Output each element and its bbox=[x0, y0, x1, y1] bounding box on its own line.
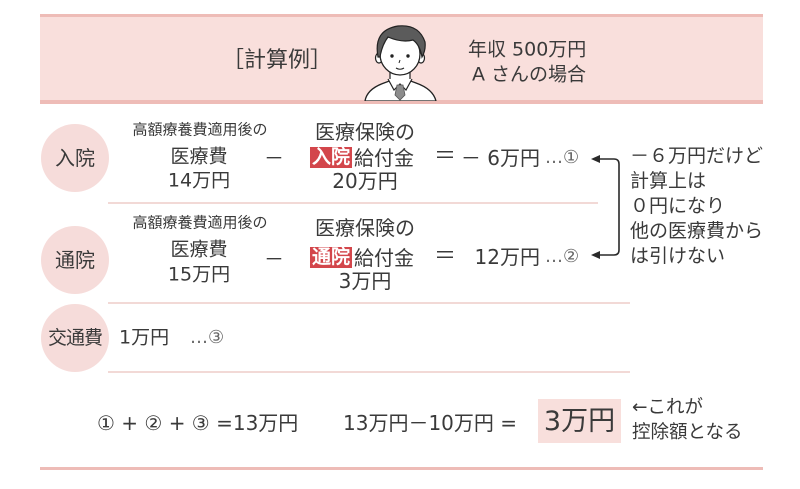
cost-caption: 高額療養費適用後の bbox=[132, 213, 268, 232]
person-case: A さんの場合 bbox=[472, 63, 587, 86]
benefit-line1: 医療保険の bbox=[315, 216, 415, 240]
note-line: は引けない bbox=[630, 245, 726, 267]
minus-operator: － bbox=[264, 247, 284, 271]
row-ref: …② bbox=[545, 246, 580, 267]
row-divider bbox=[108, 302, 630, 304]
row-label-circle: 交通費 bbox=[41, 304, 109, 372]
cost-name: 医療費 bbox=[170, 238, 228, 261]
explanation-note: －６万円だけど 計算上は ０円になり 他の医療費から は引けない bbox=[630, 144, 763, 269]
transport-ref: …③ bbox=[190, 327, 225, 348]
deduction-result: 3万円 bbox=[543, 405, 616, 437]
minus-operator: － bbox=[264, 146, 284, 170]
bracket-arrow-icon bbox=[591, 155, 620, 259]
equals-operator: ＝ bbox=[433, 244, 457, 269]
transport-amount: 1万円 bbox=[119, 326, 170, 349]
bottom-border bbox=[40, 467, 763, 470]
cost-name: 医療費 bbox=[170, 145, 228, 168]
row-divider bbox=[108, 202, 598, 204]
benefit-line2-text: 給付金 bbox=[354, 145, 415, 170]
deduction-note-line2: 控除額となる bbox=[632, 422, 743, 443]
note-line: －６万円だけど bbox=[630, 145, 764, 167]
deduction-note: ←これが 控除額となる bbox=[632, 395, 742, 445]
deduction-formula: 13万円－10万円 = bbox=[343, 411, 518, 435]
benefit-amount: 3万円 bbox=[338, 269, 392, 293]
row-result: 12万円 bbox=[474, 245, 540, 269]
row-label: 通院 bbox=[55, 248, 95, 272]
benefit-line2-text: 給付金 bbox=[354, 245, 415, 270]
note-line: ０円になり bbox=[630, 195, 726, 217]
benefit-line1: 医療保険の bbox=[315, 120, 415, 144]
row-label: 入院 bbox=[55, 146, 95, 170]
row-label-circle: 入院 bbox=[41, 124, 109, 192]
note-line: 計算上は bbox=[630, 170, 707, 192]
row-ref: …① bbox=[545, 147, 580, 168]
benefit-amount: 20万円 bbox=[332, 169, 398, 193]
row-result: － 6万円 bbox=[460, 146, 540, 170]
header-title: ［計算例］ bbox=[221, 48, 333, 73]
benefit-line2: 通院 給付金 bbox=[309, 245, 415, 270]
deduction-result-box: 3万円 bbox=[538, 399, 621, 443]
equals-operator: ＝ bbox=[433, 144, 457, 169]
man-avatar-icon bbox=[364, 25, 437, 101]
row-label: 交通費 bbox=[47, 326, 103, 349]
benefit-line2: 入院 給付金 bbox=[309, 145, 415, 170]
row-label-circle: 通院 bbox=[41, 226, 109, 294]
sum-formula: ① + ② + ③ =13万円 bbox=[97, 411, 299, 435]
person-income: 年収 500万円 bbox=[468, 38, 587, 61]
cost-caption: 高額療養費適用後の bbox=[132, 120, 268, 139]
deduction-note-line1: ←これが bbox=[632, 397, 704, 418]
benefit-type-badge: 通院 bbox=[309, 246, 353, 268]
note-line: 他の医療費から bbox=[630, 220, 764, 242]
row-divider bbox=[108, 371, 630, 373]
benefit-type-badge: 入院 bbox=[309, 146, 353, 168]
cost-amount: 14万円 bbox=[167, 169, 231, 192]
cost-amount: 15万円 bbox=[167, 263, 231, 286]
